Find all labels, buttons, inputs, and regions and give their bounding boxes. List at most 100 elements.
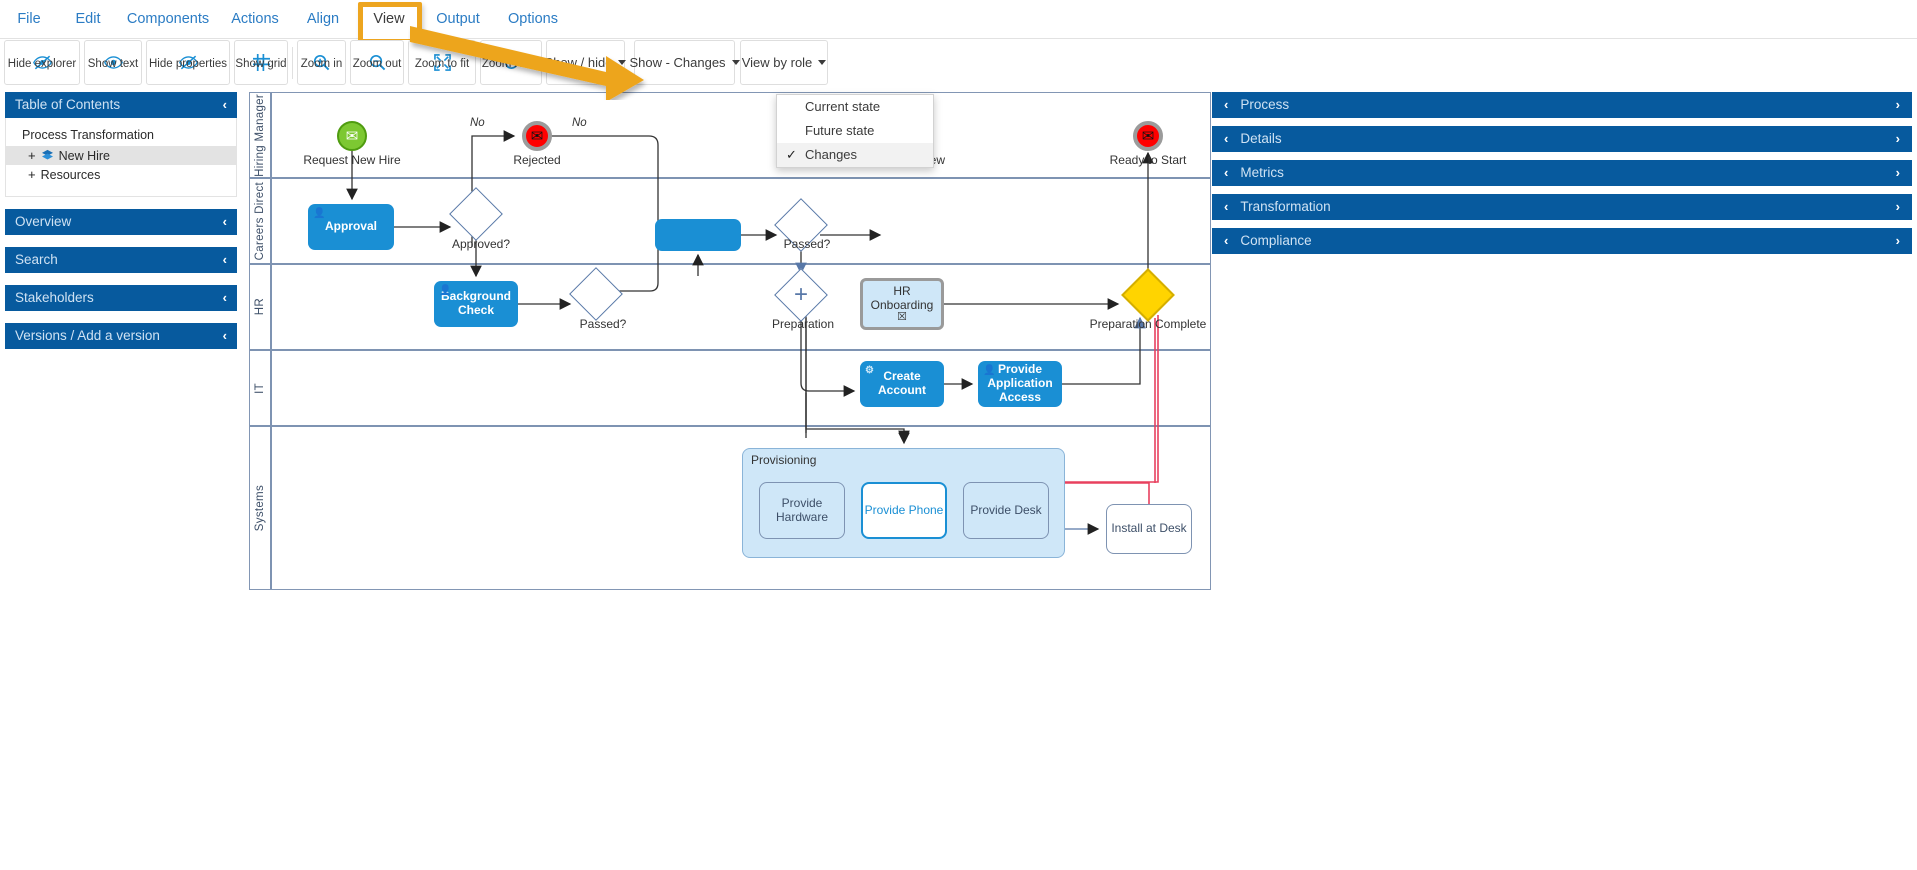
show-changes-dropdown[interactable]: Show - Changes (629, 40, 740, 85)
chevron-left-icon[interactable]: ‹ (1224, 165, 1229, 180)
hide-explorer-button[interactable]: Hide explorer (4, 40, 80, 85)
menu-file[interactable]: File (17, 11, 41, 27)
chevron-left-icon[interactable]: ‹ (222, 97, 227, 112)
menu-edit[interactable]: Edit (75, 11, 101, 27)
show-changes-menu: Current state Future state ✓ Changes (776, 94, 934, 168)
menu-align[interactable]: Align (306, 11, 340, 27)
menu-option-future-state[interactable]: Future state (777, 119, 933, 143)
menu-actions[interactable]: Actions (231, 11, 279, 27)
toolbar-separator (292, 47, 293, 79)
layers-icon (41, 149, 54, 163)
expander-icon[interactable]: + (28, 148, 36, 163)
toc-item-label: New Hire (58, 148, 110, 163)
subprocess-provisioning[interactable]: Provisioning Provide Hardware Provide Ph… (742, 448, 1065, 558)
chevron-left-icon[interactable]: ‹ (222, 290, 227, 305)
task-background-check[interactable]: 👤 Background Check (434, 281, 518, 327)
event-ready-to-start[interactable]: ✉ (1133, 121, 1163, 151)
chevron-left-icon[interactable]: ‹ (1224, 233, 1229, 248)
flow-label-no-approved: No (470, 117, 485, 129)
task-provide-desk[interactable]: Provide Desk (963, 482, 1049, 539)
toolbar: Hide explorer Show text Hide properties … (0, 40, 1917, 88)
hide-properties-button[interactable]: Hide properties (146, 40, 230, 85)
menu-view[interactable]: View (358, 0, 420, 39)
process-label: Process (1240, 97, 1290, 112)
zoom-in-button[interactable]: Zoom in (297, 40, 346, 85)
sidebar-panel-overview[interactable]: Overview ‹ (5, 209, 237, 235)
task-interview[interactable] (655, 219, 741, 251)
show-hide-dropdown[interactable]: Show / hide (545, 40, 627, 85)
lane-label-systems: Systems (250, 427, 272, 589)
zoom-out-icon (369, 54, 386, 71)
menu-option-changes[interactable]: ✓ Changes (777, 143, 933, 167)
eye-slash-icon (32, 54, 52, 71)
toc-item-resources[interactable]: + Resources (6, 165, 236, 184)
chevron-down-icon (731, 60, 740, 65)
task-provide-phone[interactable]: Provide Phone (861, 482, 947, 539)
toc-panel-body: Process Transformation + New Hire + Reso… (5, 118, 237, 197)
right-panel-compliance[interactable]: ‹ Compliance › (1212, 228, 1912, 254)
show-text-button[interactable]: Show text (84, 40, 142, 85)
task-install-at-desk[interactable]: Install at Desk (1106, 504, 1192, 554)
chevron-right-icon[interactable]: › (1895, 97, 1900, 112)
task-create-account[interactable]: ⚙ Create Account (860, 361, 944, 407)
toc-item-new-hire[interactable]: + New Hire (6, 146, 236, 165)
zoom-in-icon (313, 54, 330, 71)
metrics-label: Metrics (1240, 165, 1284, 180)
zoom-out-button[interactable]: Zoom out (350, 40, 404, 85)
chevron-left-icon[interactable]: ‹ (222, 214, 227, 229)
view-by-role-dropdown[interactable]: View by role (740, 40, 828, 85)
right-panel-metrics[interactable]: ‹ Metrics › (1212, 160, 1912, 186)
eye-icon (103, 54, 123, 71)
envelope-icon: ✉ (345, 127, 359, 145)
sidebar-panel-search[interactable]: Search ‹ (5, 247, 237, 273)
task-label-provide-phone: Provide Phone (864, 502, 944, 517)
diagram-canvas[interactable]: Hiring Manager Careers Direct HR IT Syst… (249, 92, 1211, 590)
zoom-reset-button[interactable]: Zoom reset (480, 40, 542, 85)
task-approval[interactable]: 👤 Approval (308, 204, 394, 250)
menu-options[interactable]: Options (508, 11, 558, 27)
show-grid-button[interactable]: Show grid (234, 40, 288, 85)
zoom-to-fit-button[interactable]: Zoom to fit (408, 40, 476, 85)
sidebar-panel-versions[interactable]: Versions / Add a version ‹ (5, 323, 237, 349)
chevron-right-icon[interactable]: › (1895, 165, 1900, 180)
zoom-to-fit-label: Zoom to fit (414, 57, 470, 70)
changes-label: Changes (805, 147, 858, 162)
chevron-right-icon[interactable]: › (1895, 233, 1900, 248)
task-provide-hardware[interactable]: Provide Hardware (759, 482, 845, 539)
versions-label: Versions / Add a version (15, 328, 160, 343)
event-label-ready-to-start: Ready to Start (1109, 153, 1187, 167)
menu-components[interactable]: Components (126, 11, 210, 27)
chevron-down-icon (818, 60, 827, 65)
lane-hr: HR (250, 265, 1210, 351)
chevron-right-icon[interactable]: › (1895, 131, 1900, 146)
right-panel-details[interactable]: ‹ Details › (1212, 126, 1912, 152)
task-hr-onboarding[interactable]: HR Onboarding ☒ (860, 278, 944, 330)
task-label-provide-application-access: Provide Application Access (987, 362, 1053, 404)
toc-root-label: Process Transformation (22, 128, 154, 142)
search-label: Search (15, 252, 58, 267)
chevron-left-icon[interactable]: ‹ (1224, 199, 1229, 214)
view-by-role-label: View by role (741, 55, 813, 70)
chevron-right-icon[interactable]: › (1895, 199, 1900, 214)
show-text-label: Show text (87, 57, 139, 70)
menu-output[interactable]: Output (436, 11, 480, 27)
expander-icon[interactable]: + (28, 167, 36, 182)
toc-panel-header[interactable]: Table of Contents ‹ (5, 92, 237, 118)
current-state-label: Current state (805, 99, 881, 114)
task-label-approval: Approval (324, 219, 377, 234)
task-provide-application-access[interactable]: 👤 Provide Application Access (978, 361, 1062, 407)
event-label-request-new-hire: Request New Hire (303, 153, 401, 167)
menu-option-current-state[interactable]: Current state (777, 95, 933, 119)
right-panel-transformation[interactable]: ‹ Transformation › (1212, 194, 1912, 220)
sidebar-panel-stakeholders[interactable]: Stakeholders ‹ (5, 285, 237, 311)
lane-systems: Systems (250, 427, 1210, 589)
event-request-new-hire[interactable]: ✉ (337, 121, 367, 151)
right-panel-process[interactable]: ‹ Process › (1212, 92, 1912, 118)
event-rejected[interactable]: ✉ (522, 121, 552, 151)
chevron-left-icon[interactable]: ‹ (222, 328, 227, 343)
chevron-left-icon[interactable]: ‹ (1224, 97, 1229, 112)
compliance-label: Compliance (1240, 233, 1312, 248)
right-sidebar: ‹ Process › ‹ Details › ‹ Metrics › ‹ Tr… (1212, 92, 1912, 262)
chevron-left-icon[interactable]: ‹ (1224, 131, 1229, 146)
chevron-left-icon[interactable]: ‹ (222, 252, 227, 267)
